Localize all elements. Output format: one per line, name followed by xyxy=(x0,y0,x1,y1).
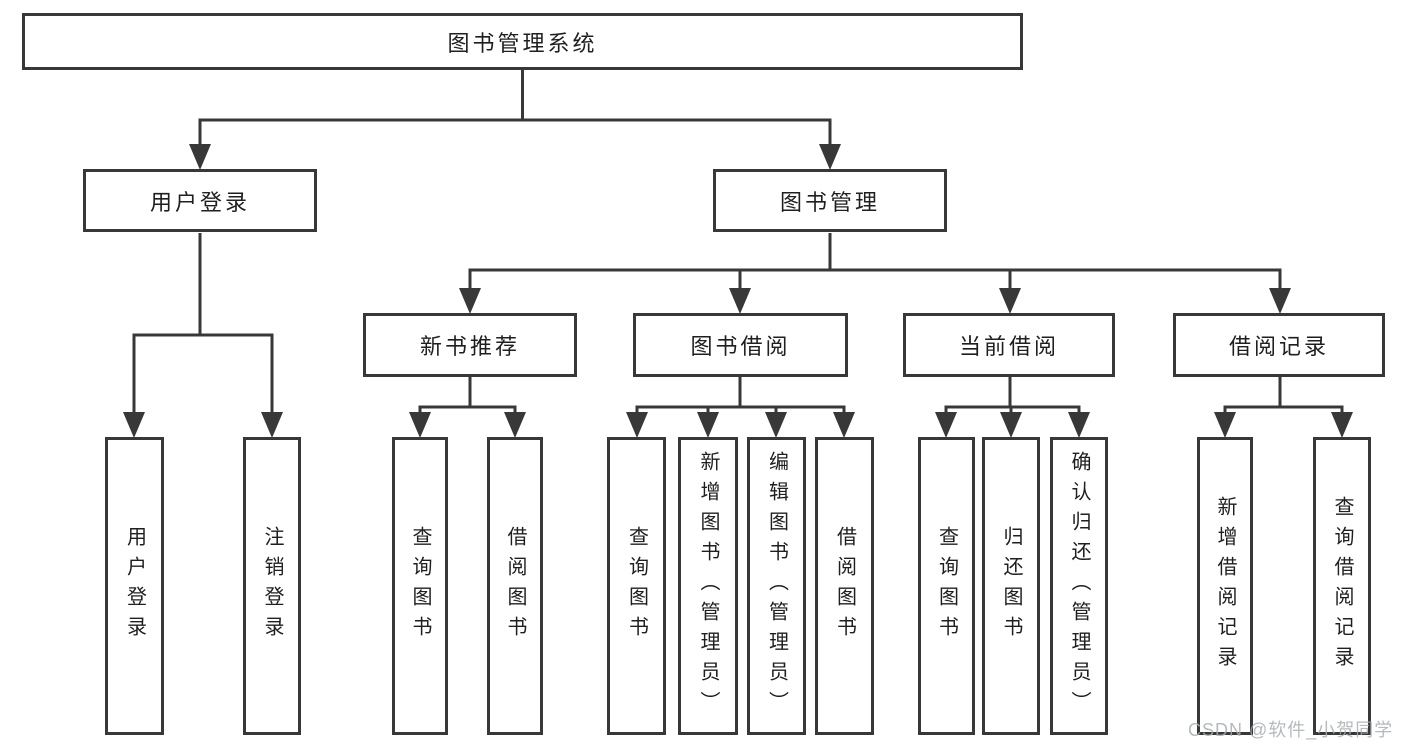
leaf-query-books-recommend: 查询图书 xyxy=(392,437,448,735)
leaf-return-books: 归还图书 xyxy=(982,437,1040,735)
leaf-add-borrow-record: 新增借阅记录 xyxy=(1197,437,1253,735)
leaf-query-borrow-record: 查询借阅记录 xyxy=(1313,437,1371,735)
node-new-book-recommend: 新书推荐 xyxy=(363,313,577,377)
node-root: 图书管理系统 xyxy=(22,13,1023,70)
connector-book-management-to-sections xyxy=(459,233,1291,314)
node-book-borrowing: 图书借阅 xyxy=(633,313,848,377)
leaf-query-books-borrowing: 查询图书 xyxy=(607,437,666,735)
watermark-text: CSDN @软件_小贺同学 xyxy=(1188,720,1394,740)
connector-borrowing-records-to-leaves xyxy=(1214,377,1353,438)
leaf-edit-books-admin: 编辑图书（管理员） xyxy=(747,437,806,735)
connector-current-borrowing-to-leaves xyxy=(935,377,1090,438)
node-borrowing-records: 借阅记录 xyxy=(1173,313,1385,377)
leaf-borrow-books-recommend: 借阅图书 xyxy=(487,437,543,735)
connector-new-book-recommend-to-leaves xyxy=(409,377,526,438)
connector-root-to-branches xyxy=(189,69,841,170)
connector-user-login-to-leaves xyxy=(123,233,283,438)
leaf-logout: 注销登录 xyxy=(243,437,301,735)
leaf-query-books-current: 查询图书 xyxy=(918,437,975,735)
leaf-borrow-books: 借阅图书 xyxy=(815,437,874,735)
leaf-user-login: 用户登录 xyxy=(105,437,164,735)
connector-book-borrowing-to-leaves xyxy=(626,377,855,438)
leaf-confirm-return-admin: 确认归还（管理员） xyxy=(1050,437,1108,735)
leaf-add-books-admin: 新增图书（管理员） xyxy=(678,437,738,735)
node-user-login: 用户登录 xyxy=(83,169,317,232)
node-current-borrowing: 当前借阅 xyxy=(903,313,1115,377)
node-book-management: 图书管理 xyxy=(713,169,947,232)
